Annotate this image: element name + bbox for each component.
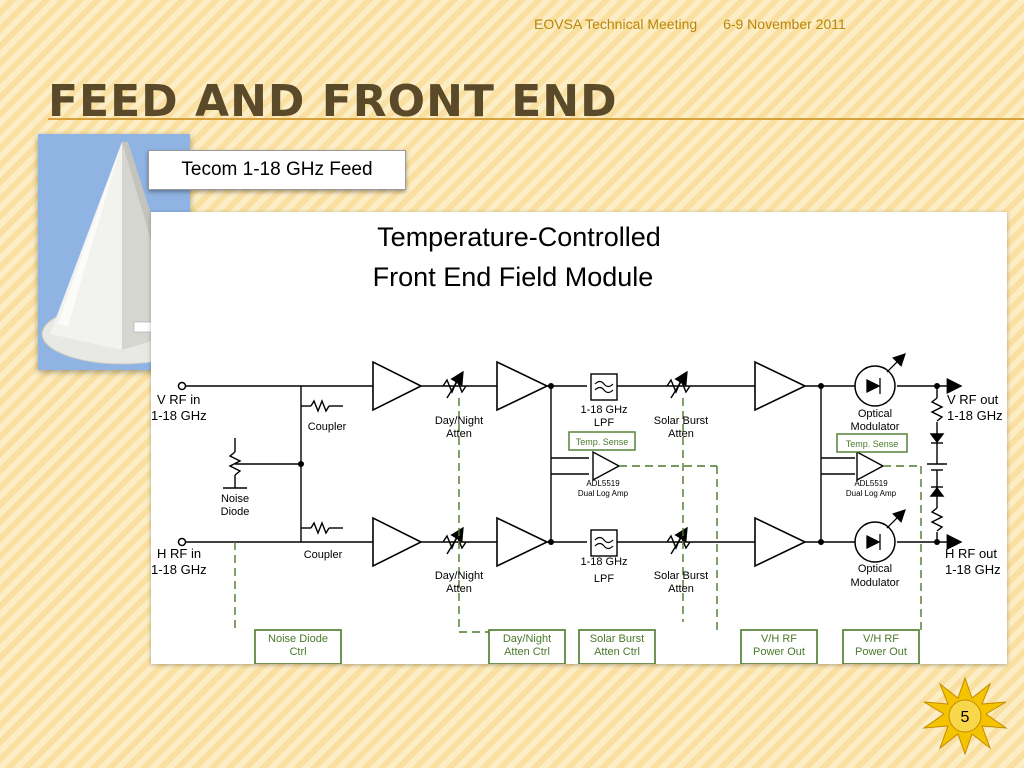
couplers bbox=[235, 386, 343, 542]
coupler-top-label: Coupler bbox=[308, 421, 347, 433]
h-amp-3 bbox=[754, 516, 807, 568]
noise-diode bbox=[223, 438, 247, 489]
v-rf-out-label: V RF out bbox=[947, 392, 999, 407]
ctrl-daynight-label-1: Day/Night bbox=[503, 633, 551, 645]
slide-header: EOVSA Technical Meeting 6-9 November 201… bbox=[534, 16, 868, 32]
diagram-title-line1: Temperature-Controlled bbox=[377, 222, 661, 252]
ctrl-solar-burst-atten bbox=[578, 629, 656, 664]
v-rf-out-band: 1-18 GHz bbox=[947, 408, 1003, 423]
h-rf-out-label: H RF out bbox=[945, 546, 997, 561]
title-rule bbox=[48, 118, 1024, 120]
ctrl-power1-label-1: V/H RF bbox=[761, 633, 797, 645]
log-amp-right bbox=[856, 450, 885, 482]
h-lpf-label-2: LPF bbox=[594, 573, 614, 585]
h-rf-out-band: 1-18 GHz bbox=[945, 562, 1001, 577]
temp-sense-right-label: Temp. Sense bbox=[846, 439, 899, 449]
h-lpf-label-1: 1-18 GHz bbox=[580, 556, 627, 568]
h-rf-in-label: H RF in bbox=[157, 546, 201, 561]
h-lpf bbox=[590, 529, 618, 557]
output-bias-chain bbox=[927, 386, 947, 542]
ctrl-noise-diode bbox=[254, 629, 342, 664]
v-amp-3 bbox=[754, 360, 807, 412]
coupler-bottom-label: Coupler bbox=[304, 549, 343, 561]
h-optmod-label-2: Modulator bbox=[851, 577, 900, 589]
v-solar-label-2: Atten bbox=[668, 428, 694, 440]
ctrl-noise-label-2: Ctrl bbox=[289, 646, 306, 658]
v-lpf-label-1: 1-18 GHz bbox=[580, 404, 627, 416]
noise-diode-label-2: Diode bbox=[221, 506, 250, 518]
temp-sense-left-label: Temp. Sense bbox=[576, 437, 629, 447]
h-optmod-label-1: Optical bbox=[858, 563, 892, 575]
front-end-diagram: Temperature-Controlled Front End Field M… bbox=[151, 212, 1007, 664]
ctrl-daynight-label-2: Atten Ctrl bbox=[504, 646, 550, 658]
adl-left-label-2: Dual Log Amp bbox=[578, 489, 629, 498]
v-atten-label-1: Day/Night bbox=[435, 415, 483, 427]
control-lines bbox=[234, 398, 922, 633]
adl-right-label-2: Dual Log Amp bbox=[846, 489, 897, 498]
v-atten-label-2: Atten bbox=[446, 428, 472, 440]
ctrl-solar-label-1: Solar Burst bbox=[590, 633, 644, 645]
v-optmod-label-1: Optical bbox=[858, 408, 892, 420]
sun-icon: 5 bbox=[922, 676, 1008, 756]
ctrl-power2-label-1: V/H RF bbox=[863, 633, 899, 645]
block-diagram-svg: Temperature-Controlled Front End Field M… bbox=[151, 222, 1003, 664]
h-amp-2 bbox=[496, 516, 549, 568]
h-solar-label-1: Solar Burst bbox=[654, 570, 708, 582]
h-rf-in-band: 1-18 GHz bbox=[151, 562, 207, 577]
h-amp-1 bbox=[372, 516, 423, 568]
adl-right-label-1: ADL5519 bbox=[854, 479, 888, 488]
diagram-title-line2: Front End Field Module bbox=[373, 262, 654, 292]
h-rf-in-terminal bbox=[177, 537, 187, 547]
noise-diode-label-1: Noise bbox=[221, 493, 249, 505]
meeting-date: 6-9 November 2011 bbox=[723, 16, 846, 32]
ctrl-solar-label-2: Atten Ctrl bbox=[594, 646, 640, 658]
ctrl-daynight-atten bbox=[488, 629, 566, 664]
v-amp-2 bbox=[496, 360, 549, 412]
v-solar-label-1: Solar Burst bbox=[654, 415, 708, 427]
slide-number: 5 bbox=[961, 709, 970, 726]
log-amp-left bbox=[592, 450, 621, 482]
ctrl-noise-label-1: Noise Diode bbox=[268, 633, 328, 645]
temp-sense-right bbox=[836, 433, 908, 453]
h-solar-label-2: Atten bbox=[668, 583, 694, 595]
v-optmod-label-2: Modulator bbox=[851, 421, 900, 433]
feed-caption: Tecom 1-18 GHz Feed bbox=[148, 150, 406, 190]
ctrl-power2-label-2: Power Out bbox=[855, 646, 907, 658]
ctrl-power-out-1 bbox=[740, 629, 818, 664]
temp-sense-left bbox=[568, 431, 636, 451]
v-rf-in-band: 1-18 GHz bbox=[151, 408, 207, 423]
h-atten-label-1: Day/Night bbox=[435, 570, 483, 582]
v-rf-in-terminal bbox=[177, 381, 187, 391]
slide-number-badge: 5 bbox=[920, 676, 1010, 756]
meeting-name: EOVSA Technical Meeting bbox=[534, 16, 698, 32]
v-amp-1 bbox=[372, 360, 423, 412]
v-lpf bbox=[590, 373, 618, 401]
v-lpf-label-2: LPF bbox=[594, 417, 614, 429]
ctrl-power-out-2 bbox=[842, 629, 920, 664]
ctrl-power1-label-2: Power Out bbox=[753, 646, 805, 658]
adl-left-label-1: ADL5519 bbox=[586, 479, 620, 488]
h-atten-label-2: Atten bbox=[446, 583, 472, 595]
v-rf-in-label: V RF in bbox=[157, 392, 200, 407]
